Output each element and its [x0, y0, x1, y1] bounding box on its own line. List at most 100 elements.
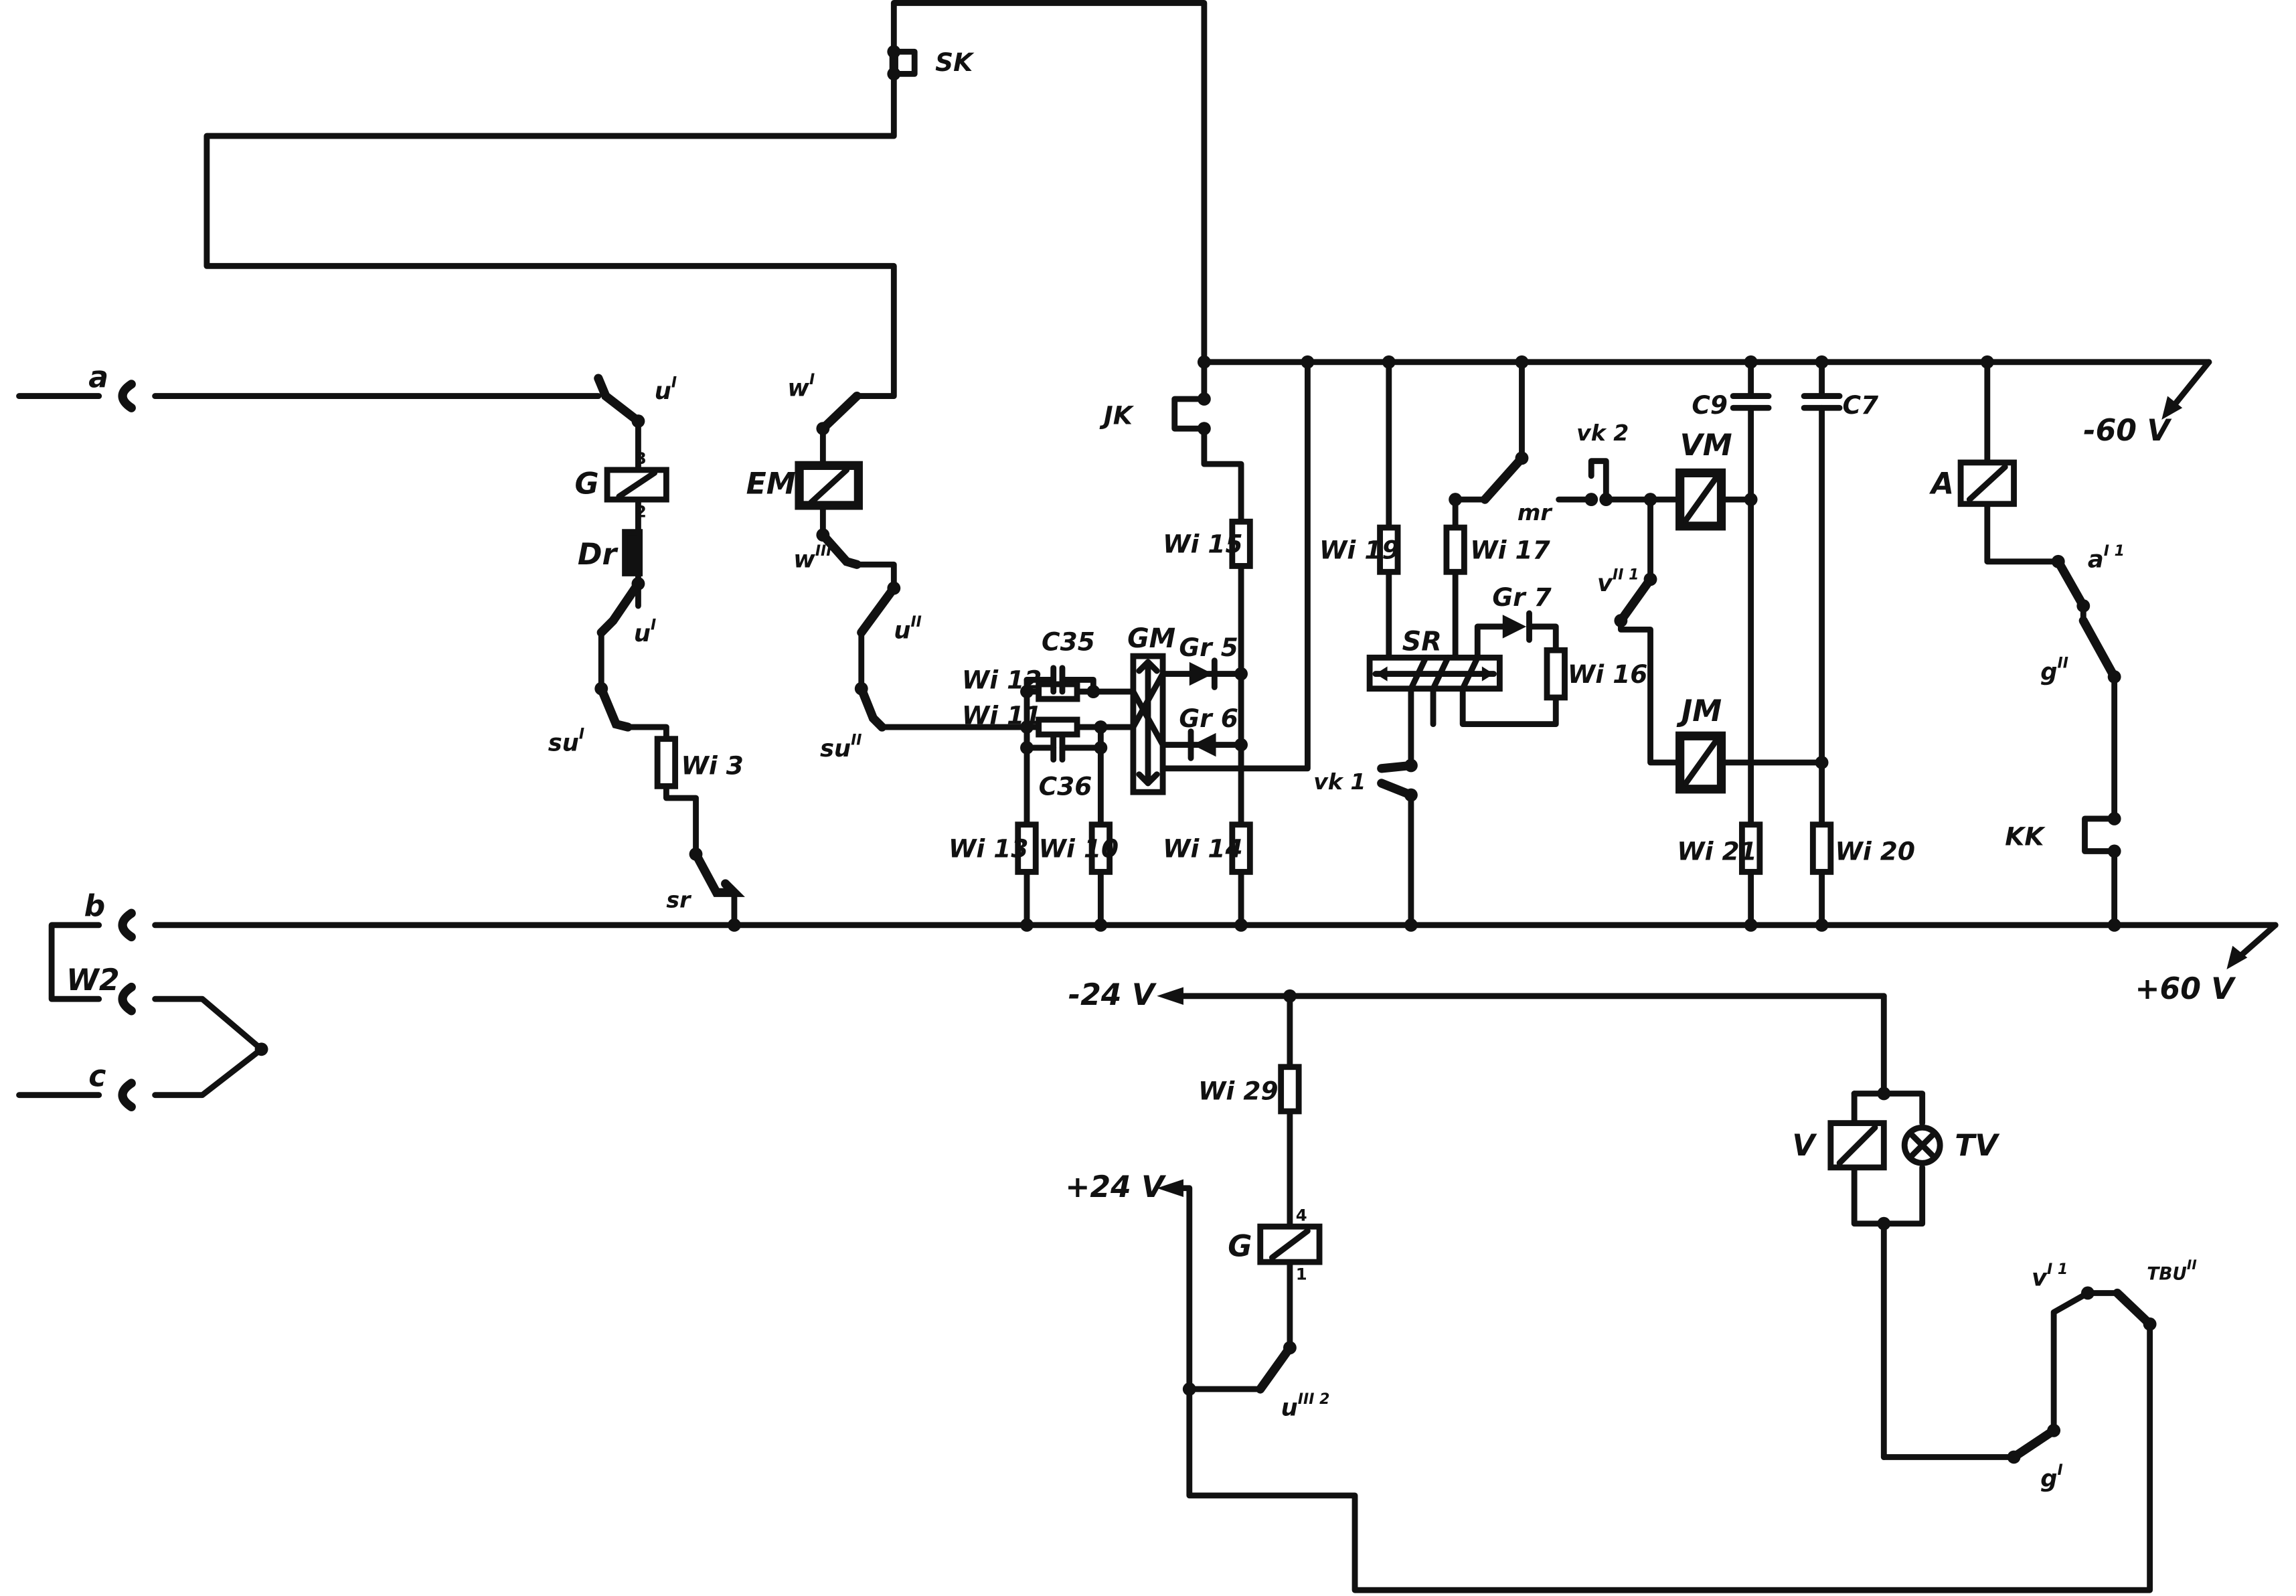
wi3-label: Wi 3: [681, 751, 743, 781]
wi14-label: Wi 14: [1163, 833, 1243, 863]
supply-arrow-minus24: [1157, 987, 1183, 1006]
relay-g-upper: [604, 467, 669, 503]
terminal-w2-label: W2: [66, 963, 119, 998]
supply-plus60-label: +60 V: [2135, 972, 2237, 1006]
vk2-label: vk 2: [1576, 420, 1629, 446]
contact-u1-top: [594, 374, 643, 426]
mr-label: mr: [1518, 499, 1553, 526]
contact-su2: [857, 684, 887, 732]
terminal-a-label: a: [88, 360, 108, 394]
contact-a1: [2054, 557, 2088, 611]
w1-label: wI: [787, 372, 815, 402]
resistor-wi29: [1278, 1064, 1302, 1115]
resistor-wi11: [1036, 716, 1080, 738]
resistor-wi17: [1443, 524, 1467, 575]
capacitor-c7: [1801, 393, 1843, 411]
choke-dr: [622, 529, 643, 576]
supply-arrow-plus60: [2226, 922, 2279, 970]
contact-u2: [857, 583, 898, 637]
capacitor-c9: [1730, 393, 1772, 411]
v1-label: vI 1: [2032, 1261, 2068, 1292]
relay-a-label: A: [1929, 467, 1954, 501]
resistor-wi10: [1088, 821, 1113, 875]
wi20-label: Wi 20: [1835, 837, 1915, 866]
capacitor-c35: [1050, 665, 1066, 695]
components: [118, 359, 2279, 1265]
tbu-label: TBUII: [2147, 1257, 2197, 1284]
contact-w3: [818, 530, 862, 569]
relay-vm: [1675, 468, 1726, 531]
relay-v: [1827, 1120, 1887, 1171]
kk-label: KK: [2005, 822, 2046, 852]
wi13-label: Wi 13: [949, 833, 1029, 863]
su2-label: suII: [820, 732, 862, 763]
choke-dr-label: Dr: [578, 538, 619, 572]
supply-arrow-minus60: [2161, 359, 2212, 420]
gr7-label: Gr 7: [1492, 582, 1552, 612]
diode-gr5: [1189, 657, 1218, 690]
supply-plus24-label: +24 V: [1065, 1170, 1167, 1204]
pin-1: 1: [1296, 1265, 1307, 1284]
wi10-label: Wi 10: [1039, 833, 1119, 863]
contact-sr: [691, 850, 745, 897]
gr6-label: Gr 6: [1179, 704, 1238, 733]
relay-em: [795, 461, 863, 510]
contact-u3: [1256, 1343, 1295, 1394]
resistor-wi20: [1809, 821, 1834, 875]
u1-top-label: uI: [655, 374, 677, 405]
vsk-label: SK: [935, 48, 975, 77]
c7-label: C7: [1842, 390, 1879, 420]
contact-sk-bracket: [890, 48, 918, 77]
wiring: [16, 0, 2279, 1593]
u2-label: uII: [894, 614, 922, 645]
contact-w1: [818, 391, 862, 433]
wi16-label: Wi 16: [1568, 659, 1648, 689]
contact-u1-mid: [596, 579, 643, 637]
relay-g-lower-label: G: [1228, 1229, 1252, 1263]
diode-gr6: [1187, 728, 1216, 761]
terminal-b-label: b: [84, 890, 106, 924]
c9-label: C9: [1692, 390, 1728, 420]
block-gm: [1130, 653, 1166, 795]
relay-vm-label: VM: [1680, 428, 1732, 463]
terminal-jacks: [118, 380, 136, 1111]
contact-g1: [2009, 1426, 2058, 1462]
contact-tbu: [2113, 1288, 2155, 1329]
sr-contact-label: sr: [666, 886, 692, 912]
v2-label: vII 1: [1597, 566, 1639, 597]
contact-kk: [2082, 815, 2118, 854]
supply-minus60-label: -60 V: [2083, 414, 2172, 448]
g2-label: gII: [2040, 655, 2068, 686]
contact-blades: [594, 47, 2155, 1462]
resistor-wi19: [1377, 524, 1401, 575]
labels: a b W2 c -60 V +60 V -24 V +24 V G EM VM…: [66, 48, 2236, 1493]
resistor-wi15: [1229, 518, 1253, 569]
pin-4: 4: [1296, 1205, 1307, 1224]
relay-a: [1957, 459, 2017, 507]
contact-su1-left: [596, 684, 633, 732]
c36-label: C36: [1039, 772, 1092, 801]
wi19-label: Wi 19: [1319, 535, 1400, 564]
resistor-wi12: [1036, 681, 1080, 702]
pin-3: 3: [635, 449, 647, 468]
relay-jm-label: JM: [1676, 694, 1722, 728]
w3-label: wIII: [793, 543, 831, 574]
junction-dots: [254, 45, 2157, 1464]
lamp-tv: [1901, 1124, 1943, 1166]
diode-gr7: [1502, 610, 1532, 643]
relay-jm: [1675, 731, 1726, 794]
sr-label: SR: [1402, 626, 1442, 657]
block-sr: [1366, 654, 1503, 692]
supply-minus24-label: -24 V: [1068, 978, 1157, 1012]
resistor-wi16: [1544, 647, 1568, 701]
pin-2: 2: [635, 502, 647, 522]
g1-label: gI: [2040, 1462, 2062, 1493]
lamp-tv-label: TV: [1955, 1129, 2000, 1163]
wi15-label: Wi 15: [1163, 530, 1243, 559]
wi29-label: Wi 29: [1198, 1076, 1279, 1105]
relay-g-upper-label: G: [575, 467, 599, 501]
u3-label: uIII 2: [1281, 1391, 1330, 1422]
jk-label: JK: [1099, 401, 1135, 430]
capacitor-c36: [1050, 732, 1066, 763]
